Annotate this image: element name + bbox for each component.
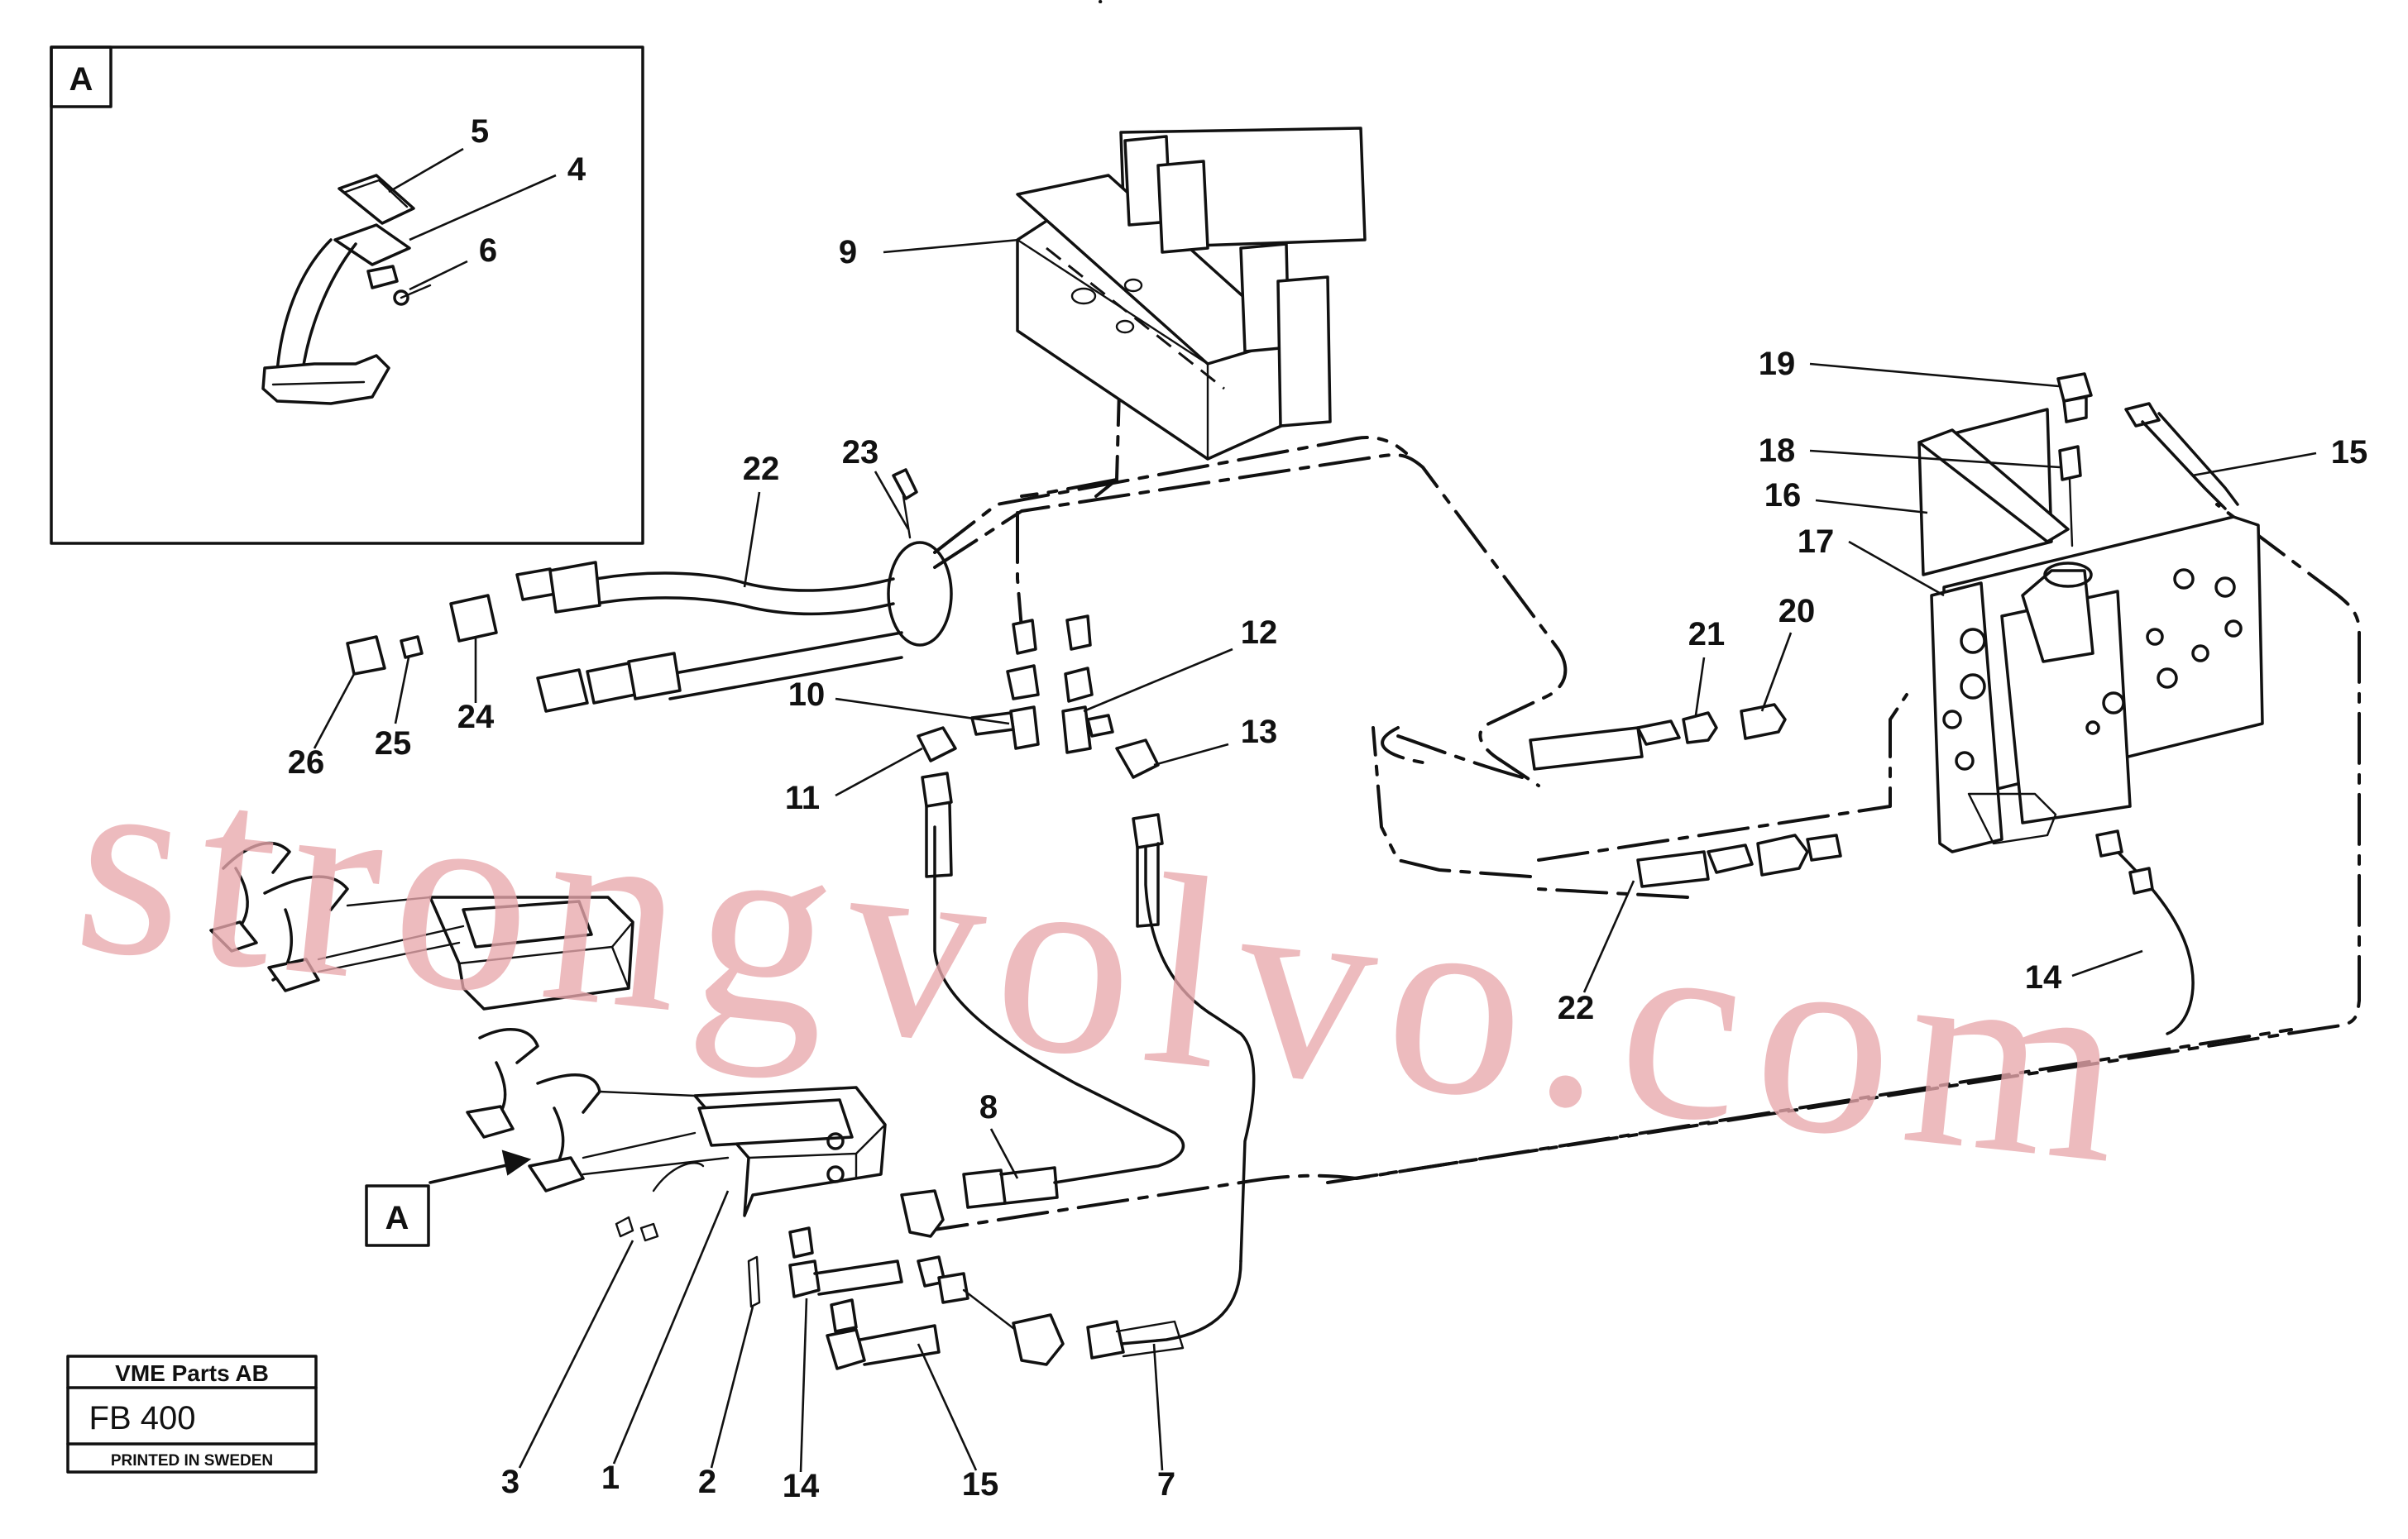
callout-18: 18 [1759,433,1796,469]
detail-frame [50,45,644,545]
fittings-20-21 [1529,703,1842,888]
callout-19: 19 [1759,346,1796,382]
solid-routes [933,825,2195,1345]
callout-11: 11 [785,780,820,816]
callout-25: 25 [375,725,412,762]
callout-8: 8 [979,1089,998,1126]
callout-17: 17 [1798,523,1835,560]
fittings-24-26 [346,561,682,713]
detail-label-box [50,45,113,108]
callout-23: 23 [842,434,879,471]
view-a-marker: A [365,1149,532,1247]
callout-15-lower: 15 [962,1466,999,1503]
hose-22 [594,468,953,700]
view-a-box [365,1184,430,1247]
callout-22-upper: 22 [743,451,780,487]
callout-21: 21 [1688,616,1726,652]
callout-1: 1 [601,1460,620,1496]
pedal-valve-front [466,1028,1059,1238]
callout-5: 5 [471,113,489,150]
manifold-block-9 [1016,127,1367,461]
fitting-18 [2058,445,2082,481]
view-a-label: A [385,1200,409,1236]
callout-4: 4 [567,151,586,188]
callout-12: 12 [1241,614,1278,651]
callout-9: 9 [839,234,857,270]
title-block-printed: PRINTED IN SWEDEN [111,1452,273,1470]
callout-26: 26 [288,744,325,781]
detail-label: A [69,61,93,98]
callout-15-right: 15 [2331,434,2368,471]
lower-fittings [615,1162,1185,1370]
callout-20: 20 [1778,593,1816,629]
callout-22-lower: 22 [1558,990,1595,1026]
title-block: VME Parts AB FB 400 PRINTED IN SWEDEN [66,1355,318,1474]
fittings-10-13 [917,614,1164,928]
title-block-frame [66,1355,318,1474]
pedal-detail [261,174,432,405]
title-block-drawing-number: FB 400 [89,1400,196,1436]
fitting-19 [2056,372,2093,403]
callout-7: 7 [1157,1466,1175,1503]
pedal-valve-rear [209,841,634,1011]
watermark-text: strongvolvo.com [64,706,2150,1222]
detail-view-a: A 5 4 6 [50,45,644,545]
callout-14-lower: 14 [783,1468,820,1504]
title-block-company: VME Parts AB [115,1360,269,1386]
callout-24: 24 [457,699,495,735]
callout-3: 3 [501,1464,519,1500]
callout-13: 13 [1241,714,1278,750]
callout-16: 16 [1764,477,1802,514]
callout-10: 10 [788,676,826,713]
control-valve [1917,408,2264,853]
callout-2: 2 [698,1464,716,1500]
callout-14-right: 14 [2025,959,2062,996]
callout-6: 6 [479,232,497,269]
